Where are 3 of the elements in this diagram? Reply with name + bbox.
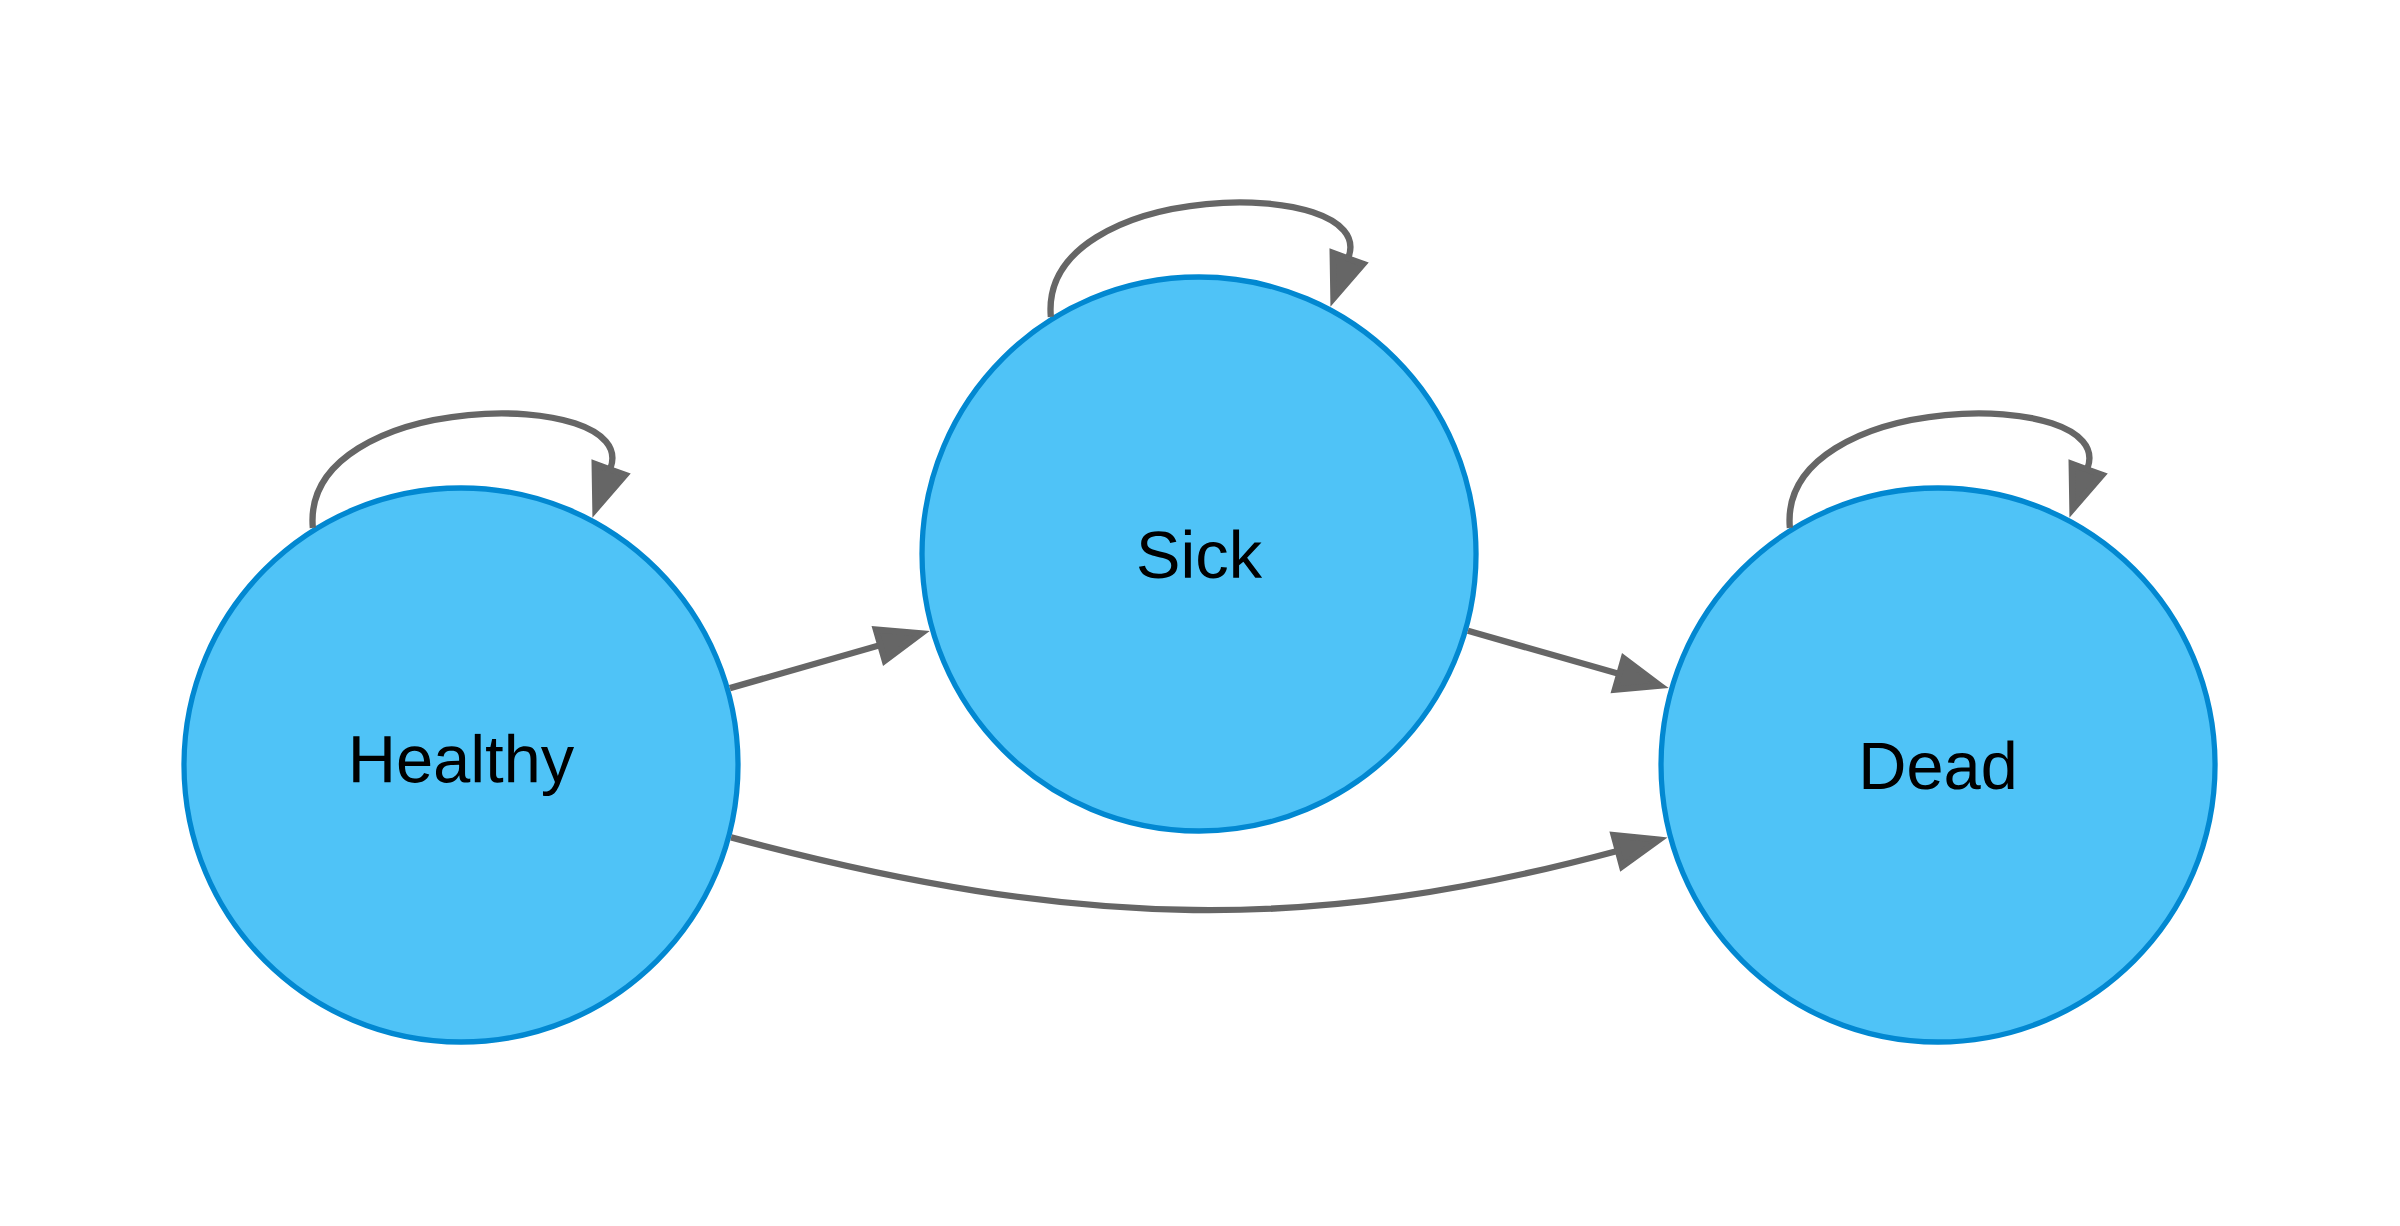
arrow <box>1047 199 1369 318</box>
arrow <box>1786 410 2108 529</box>
arrow <box>309 410 631 529</box>
